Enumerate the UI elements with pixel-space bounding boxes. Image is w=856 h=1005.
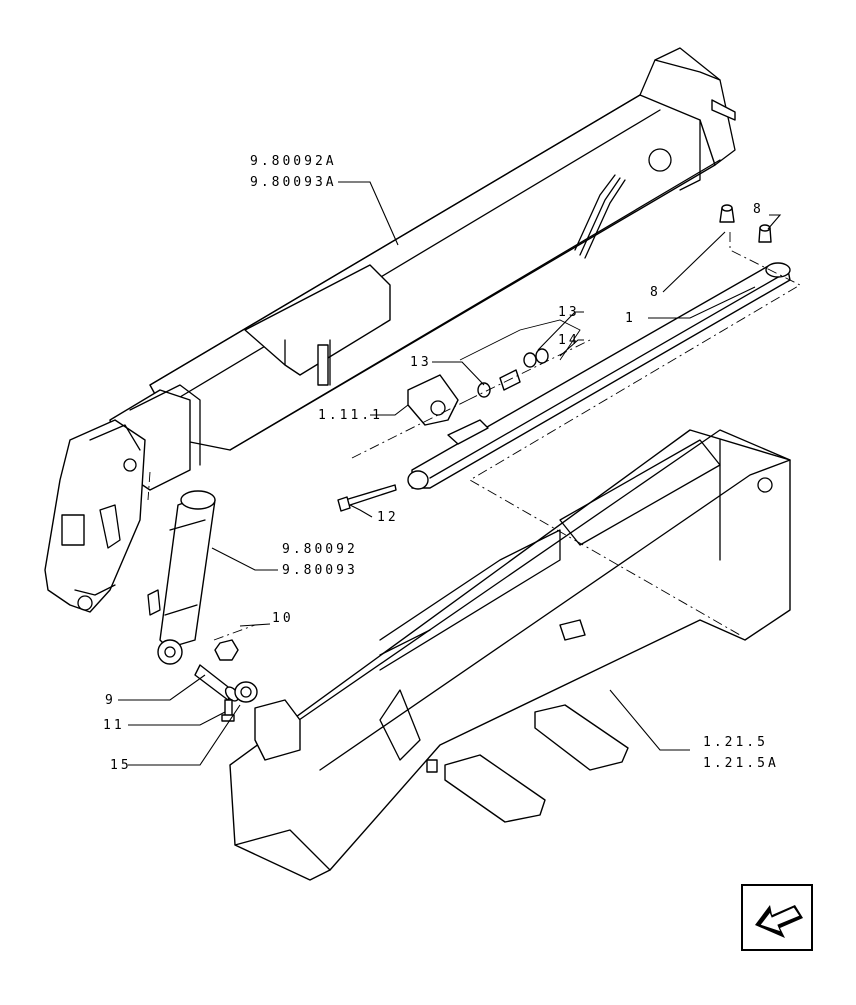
lift-rod — [407, 262, 791, 490]
callout-washer-15: 15 — [110, 758, 132, 773]
bushing-set — [407, 319, 581, 426]
callout-cyl-ref-b: 9.80093 — [282, 563, 358, 578]
callout-bolt-12: 12 — [377, 510, 399, 525]
callout-rod-1: 1 — [625, 311, 636, 326]
callout-frame-ref-b: 1.21.5A — [703, 756, 779, 771]
pin-and-washer-parts — [194, 639, 258, 722]
leader-lines — [118, 181, 782, 766]
callout-cyl-ref-a: 9.80092 — [282, 542, 358, 557]
callout-boom-ref-b: 9.80093A — [250, 175, 337, 190]
callout-fitting-8-lower: 8 — [650, 285, 661, 300]
boom-assembly — [44, 47, 736, 613]
grease-fittings — [719, 204, 772, 243]
long-bolt — [337, 484, 397, 512]
callout-fitting-8-upper: 8 — [753, 202, 764, 217]
callout-item-14: 14 — [558, 333, 580, 348]
callout-labels: 9.80092A 9.80093A 8 8 1 13 14 13 1.11.1 … — [103, 154, 779, 773]
callout-frame-ref-a: 1.21.5 — [703, 735, 768, 750]
callout-pin-9: 9 — [105, 693, 116, 708]
callout-boom-ref-a: 9.80092A — [250, 154, 337, 169]
tilt-cylinder — [147, 490, 216, 665]
callout-item-13-upper: 13 — [558, 305, 580, 320]
arrow-down-left-icon[interactable] — [741, 884, 813, 951]
callout-screw-11: 11 — [103, 718, 125, 733]
chassis-frame — [229, 429, 791, 881]
callout-item-13-lower: 13 — [410, 355, 432, 370]
alignment-lines — [147, 232, 801, 641]
callout-ref-1-11-1: 1.11.1 — [318, 408, 383, 423]
callout-nut-10: 10 — [272, 611, 294, 626]
